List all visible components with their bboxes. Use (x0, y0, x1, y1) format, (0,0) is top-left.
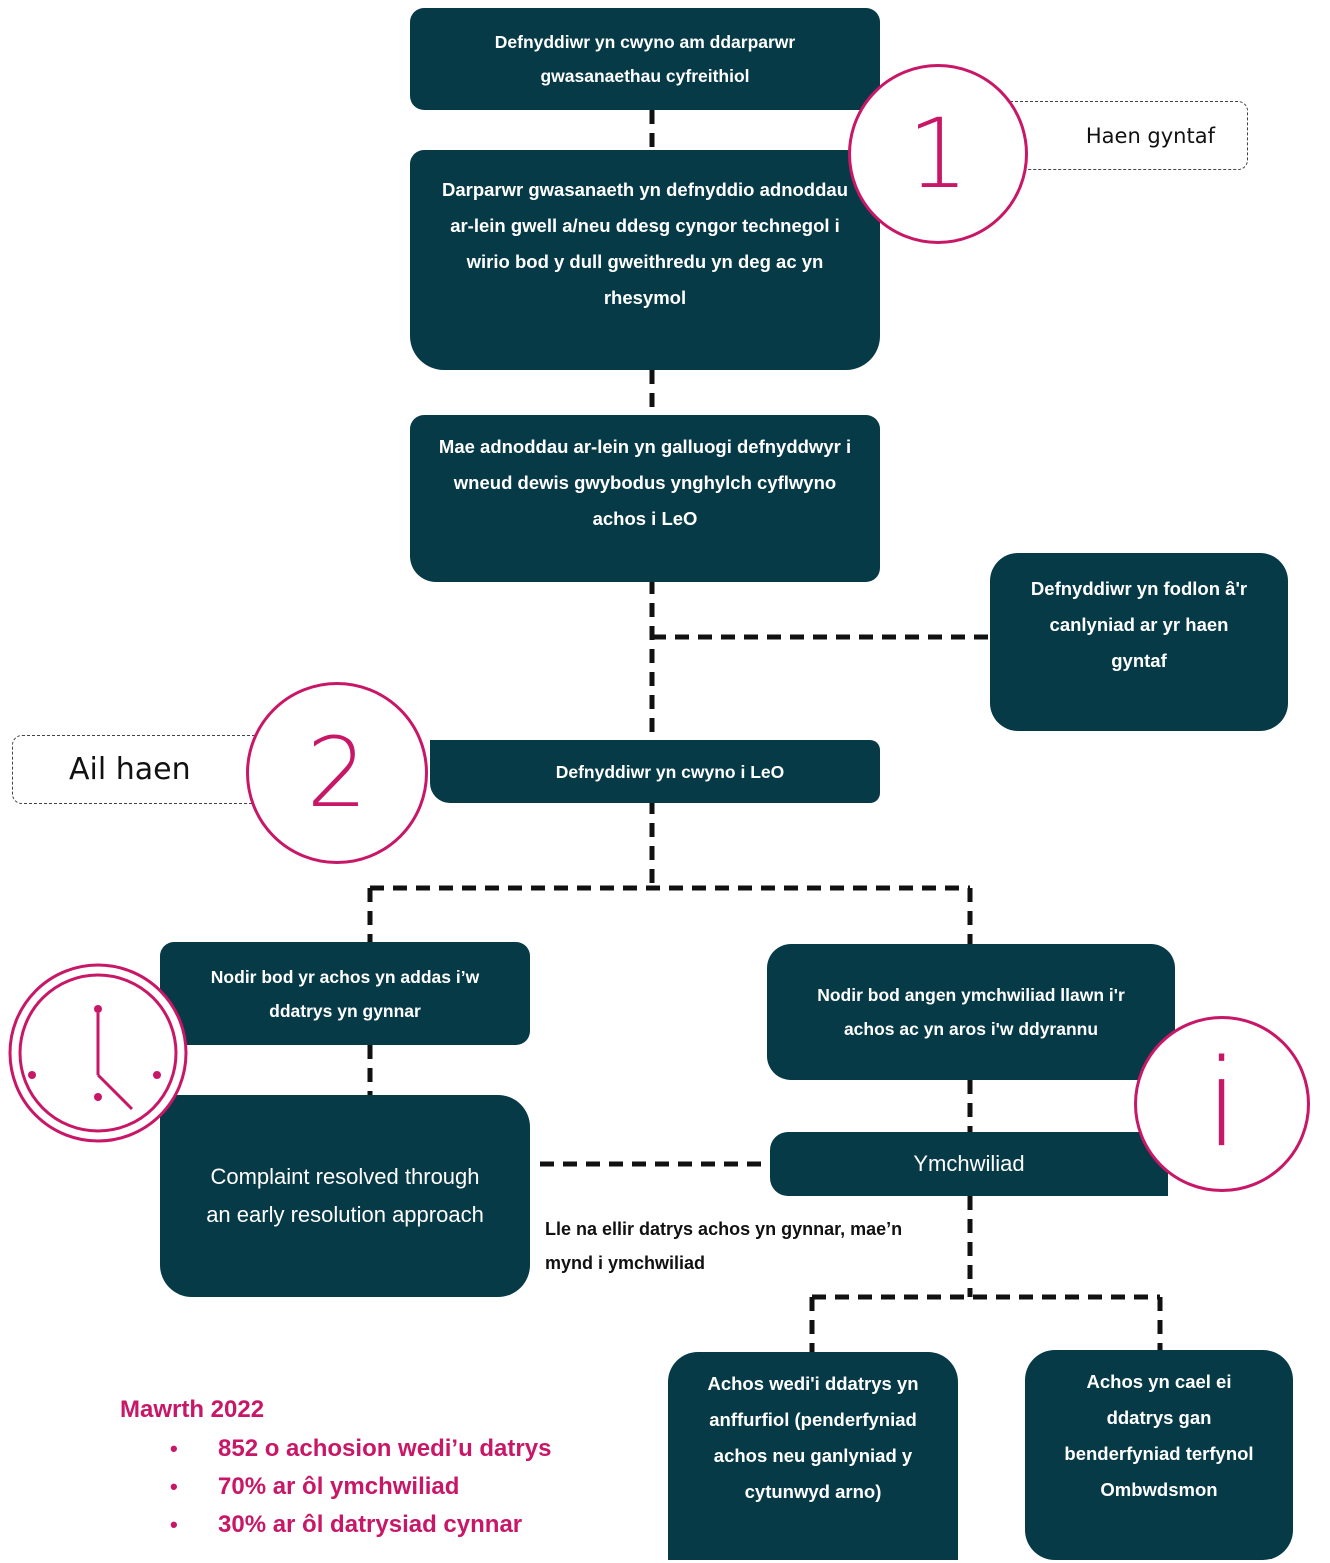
tier1-label-tab: Haen gyntaf (1000, 101, 1248, 170)
box-user-complains-to-leo: Defnyddiwr yn cwyno i LeO (430, 740, 880, 803)
box-provider-uses-tools: Darparwr gwasanaeth yn defnyddio adnodda… (410, 150, 880, 370)
box-resolved-informally: Achos wedi'i ddatrys yn anffurfiol (pend… (668, 1352, 958, 1560)
tier2-number-circle: 2 (246, 682, 428, 864)
tier2-label-tab: Ail haen (12, 735, 260, 804)
tier2-number: 2 (306, 717, 368, 829)
tier1-number-circle: 1 (848, 64, 1028, 244)
box-text: Achos yn cael ei ddatrys gan benderfynia… (1064, 1371, 1254, 1500)
tier1-label: Haen gyntaf (1085, 123, 1215, 148)
box-investigation: Ymchwiliad (770, 1132, 1168, 1196)
note-text: Lle na ellir datrys achos yn gynnar, mae… (545, 1219, 903, 1273)
stats-item: 852 o achosion wedi’u datrys (120, 1430, 558, 1468)
box-text: Darparwr gwasanaeth yn defnyddio adnodda… (441, 179, 849, 308)
box-text: Achos wedi'i ddatrys yn anffurfiol (pend… (707, 1373, 919, 1502)
tier1-number: 1 (907, 98, 969, 210)
box-text: Nodir bod angen ymchwiliad llawn i'r ach… (817, 985, 1125, 1039)
tier2-label: Ail haen (69, 752, 191, 787)
early-resolution-note: Lle na ellir datrys achos yn gynnar, mae… (545, 1212, 945, 1280)
stats-panel: Mawrth 2022 852 o achosion wedi’u datrys… (120, 1390, 558, 1544)
box-online-tools-informed-choice: Mae adnoddau ar-lein yn galluogi defnydd… (410, 415, 880, 582)
box-text: Ymchwiliad (913, 1151, 1025, 1176)
box-user-satisfied-tier1: Defnyddiwr yn fodlon â'r canlyniad ar yr… (990, 553, 1288, 731)
box-text: Complaint resolved through an early reso… (206, 1164, 484, 1227)
clock-icon (8, 963, 188, 1143)
box-text: Nodir bod yr achos yn addas i’w ddatrys … (210, 966, 480, 1021)
box-text: Mae adnoddau ar-lein yn galluogi defnydd… (438, 436, 852, 529)
box-early-resolution-suitable: Nodir bod yr achos yn addas i’w ddatrys … (160, 942, 530, 1045)
stats-title: Mawrth 2022 (120, 1396, 265, 1423)
box-text: Defnyddiwr yn cwyno am ddarparwr gwasana… (494, 32, 796, 86)
box-full-investigation-needed: Nodir bod angen ymchwiliad llawn i'r ach… (767, 944, 1175, 1080)
info-icon: i (1134, 1016, 1310, 1192)
info-symbol: i (1205, 1034, 1239, 1174)
box-complaint-resolved-early: Complaint resolved through an early reso… (160, 1095, 530, 1297)
box-text: Defnyddiwr yn cwyno i LeO (555, 761, 785, 782)
stats-item: 30% ar ôl datrysiad cynnar (120, 1506, 558, 1544)
box-user-complains-to-provider: Defnyddiwr yn cwyno am ddarparwr gwasana… (410, 8, 880, 110)
box-ombudsman-final-decision: Achos yn cael ei ddatrys gan benderfynia… (1025, 1350, 1293, 1560)
box-text: Defnyddiwr yn fodlon â'r canlyniad ar yr… (1030, 578, 1248, 671)
stats-list: 852 o achosion wedi’u datrys 70% ar ôl y… (120, 1430, 558, 1544)
stats-item: 70% ar ôl ymchwiliad (120, 1468, 558, 1506)
